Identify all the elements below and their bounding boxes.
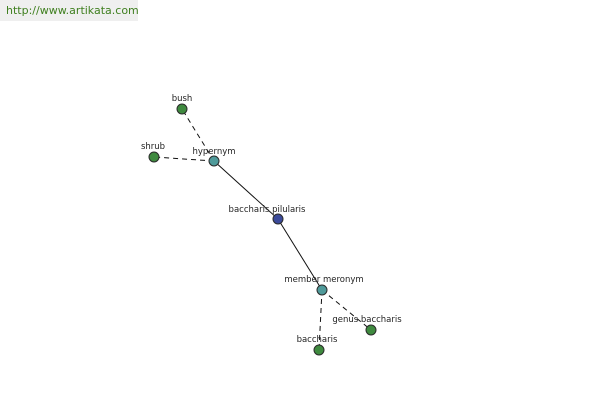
node-bush[interactable] — [176, 103, 188, 115]
node-member-meronym[interactable] — [316, 284, 328, 296]
node-shrub[interactable] — [148, 151, 160, 163]
label-center: baccharis pilularis — [229, 205, 306, 215]
label-member-meronym: member meronym — [284, 275, 363, 285]
node-baccharis[interactable] — [313, 344, 325, 356]
label-genus-baccharis: genus baccharis — [332, 315, 402, 325]
label-bush: bush — [172, 94, 193, 104]
node-center[interactable] — [272, 213, 284, 225]
edge-hypernym-bush — [181, 108, 215, 162]
label-baccharis: baccharis — [297, 335, 338, 345]
edge-center-member-meronym — [277, 218, 323, 291]
edge-center-hypernym — [213, 160, 279, 220]
node-hypernym[interactable] — [208, 155, 220, 167]
site-url-link[interactable]: http://www.artikata.com — [0, 0, 139, 21]
edge-meronym-baccharis — [318, 289, 323, 351]
label-shrub: shrub — [141, 142, 165, 152]
node-genus-baccharis[interactable] — [365, 324, 377, 336]
label-hypernym: hypernym — [192, 147, 235, 157]
edge-hypernym-shrub — [153, 156, 215, 162]
edge-meronym-genus-baccharis — [321, 289, 372, 331]
